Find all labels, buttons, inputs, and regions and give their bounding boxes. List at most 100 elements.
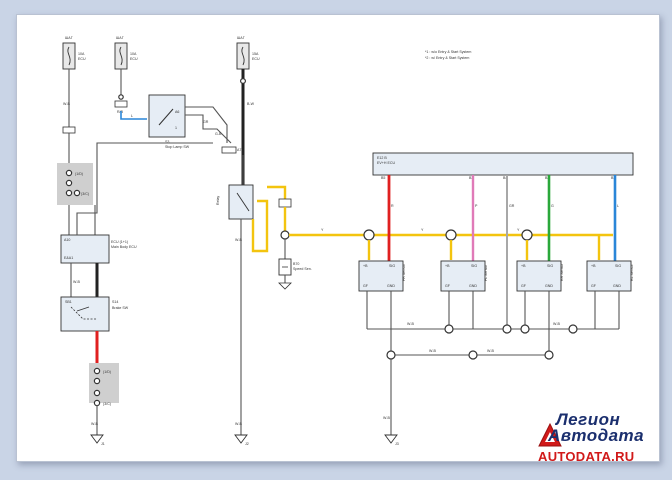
svg-text:GF: GF: [363, 284, 369, 288]
svg-text:RL Sensor: RL Sensor: [630, 263, 634, 281]
svg-text:ШАГ: ШАГ: [65, 36, 73, 40]
svg-text:A7: A7: [237, 148, 241, 152]
svg-text:ECU: ECU: [252, 57, 260, 61]
svg-text:G: G: [551, 204, 554, 208]
middle-switch-wiring: R/B L A6 1 S3 Stop Lamp SW GR G-B A7: [76, 69, 241, 235]
svg-text:GF: GF: [445, 284, 451, 288]
svg-text:J2: J2: [245, 442, 249, 446]
svg-text:E&A1: E&A1: [64, 256, 73, 260]
svg-text:Y: Y: [321, 228, 324, 232]
svg-text:Y: Y: [517, 228, 520, 232]
svg-text:A6: A6: [175, 110, 179, 114]
svg-text:W-B: W-B: [407, 322, 415, 326]
svg-text:EV+H ECU: EV+H ECU: [377, 161, 395, 165]
sensor-boxes: +B SIG GF GND FR Sensor +B SIG GF GND FL…: [358, 260, 634, 292]
svg-text:+B: +B: [521, 264, 526, 268]
svg-text:B4: B4: [503, 176, 507, 180]
svg-text:W-B: W-B: [235, 422, 243, 426]
svg-text:S14: S14: [112, 300, 118, 304]
svg-text:A10: A10: [64, 238, 70, 242]
fuse-left: ШАГ 10A ECU: [62, 36, 86, 70]
svg-text:B5: B5: [381, 176, 385, 180]
svg-text:GND: GND: [545, 284, 553, 288]
svg-text:Y: Y: [421, 228, 424, 232]
svg-text:SIG: SIG: [615, 264, 621, 268]
svg-text:R: R: [391, 204, 394, 208]
svg-text:W-B: W-B: [429, 349, 437, 353]
svg-text:G-B: G-B: [215, 132, 222, 136]
fuse-right: ШАГ 15A ECU: [236, 36, 260, 70]
svg-text:B70: B70: [293, 262, 299, 266]
svg-text:Stop Lamp SW: Stop Lamp SW: [165, 145, 190, 149]
svg-text:FR Sensor: FR Sensor: [402, 263, 406, 281]
svg-text:B3: B3: [469, 176, 473, 180]
svg-text:RR Sensor: RR Sensor: [560, 263, 564, 281]
brand-name-line1: Легион: [556, 410, 621, 429]
svg-text:ECU (1+1): ECU (1+1): [111, 240, 128, 244]
svg-text:SB1: SB1: [65, 300, 72, 304]
svg-text:GND: GND: [613, 284, 621, 288]
brand-triangle-icon: [538, 422, 562, 447]
svg-text:10A: 10A: [78, 52, 85, 56]
svg-text:B2: B2: [545, 176, 549, 180]
brand-name-line2: Автодата: [548, 426, 645, 445]
svg-text:ECU: ECU: [130, 57, 138, 61]
svg-text:Brake SW: Brake SW: [112, 306, 129, 310]
svg-text:(1/D): (1/D): [75, 172, 83, 176]
svg-text:SIG: SIG: [389, 264, 395, 268]
svg-text:GR: GR: [509, 204, 515, 208]
svg-text:Main Body ECU: Main Body ECU: [111, 245, 137, 249]
svg-text:W-B: W-B: [73, 280, 81, 284]
svg-text:+B: +B: [591, 264, 596, 268]
wiring-diagram: ШАГ 10A ECU ШАГ 10A ECU ШАГ 15A ECU: [57, 36, 634, 446]
svg-text:GND: GND: [469, 284, 477, 288]
svg-text:GR: GR: [203, 120, 209, 124]
svg-text:1: 1: [175, 126, 177, 130]
fuse-middle: ШАГ 10A ECU: [114, 36, 138, 70]
svg-text:Relay: Relay: [216, 196, 220, 205]
svg-text:(3/C): (3/C): [103, 402, 111, 406]
svg-text:W-B: W-B: [383, 416, 391, 420]
svg-text:L: L: [131, 114, 133, 118]
brand-url[interactable]: AUTODATA.RU: [538, 449, 635, 464]
svg-text:S3: S3: [165, 140, 169, 144]
svg-text:*2 : w/ Entry & Start System: *2 : w/ Entry & Start System: [425, 56, 469, 60]
svg-text:+B: +B: [363, 264, 368, 268]
svg-text:SIG: SIG: [547, 264, 553, 268]
svg-text:W-B: W-B: [487, 349, 495, 353]
svg-text:GF: GF: [521, 284, 527, 288]
svg-text:P: P: [475, 204, 478, 208]
ecu-bar: E12 B EV+H ECU B5 B3 B4 B2 B1: [372, 152, 634, 180]
svg-text:W-B: W-B: [553, 322, 561, 326]
svg-text:(1/D): (1/D): [103, 370, 111, 374]
svg-text:ECU: ECU: [78, 57, 86, 61]
svg-text:W-B: W-B: [235, 238, 243, 242]
power-feed-column: B-W Relay W-B W-B J2: [216, 69, 255, 446]
svg-text:B-W: B-W: [247, 102, 255, 106]
legend-notes: *1 : w/o Entry & Start System *2 : w/ En…: [425, 50, 471, 60]
svg-text:L: L: [617, 204, 619, 208]
svg-text:Speed Sen.: Speed Sen.: [293, 267, 312, 271]
svg-text:FL Sensor: FL Sensor: [484, 264, 488, 281]
svg-text:J3: J3: [395, 442, 399, 446]
svg-text:(3/C): (3/C): [81, 192, 89, 196]
wiring-diagram-sheet: ШАГ 10A ECU ШАГ 10A ECU ШАГ 15A ECU: [16, 14, 660, 462]
svg-text:GF: GF: [591, 284, 597, 288]
brand-logo: Легион Автодата AUTODATA.RU: [538, 408, 668, 472]
svg-text:E12 B: E12 B: [377, 156, 387, 160]
svg-text:15A: 15A: [252, 52, 259, 56]
svg-text:ШАГ: ШАГ: [237, 36, 245, 40]
yellow-circuit: Y Y Y B70 Speed Sen.: [251, 185, 613, 290]
svg-text:GND: GND: [387, 284, 395, 288]
svg-text:W-B: W-B: [91, 422, 99, 426]
svg-text:SIG: SIG: [471, 264, 477, 268]
svg-text:*1 : w/o Entry & Start System: *1 : w/o Entry & Start System: [425, 50, 471, 54]
ground-wiring: W-B W-B W-B W-B W-B J3: [366, 291, 620, 446]
sensor-signal-wires: R P GR G L: [387, 175, 619, 333]
svg-text:B1: B1: [611, 176, 615, 180]
svg-text:ШАГ: ШАГ: [116, 36, 124, 40]
svg-text:+B: +B: [445, 264, 450, 268]
svg-text:10A: 10A: [130, 52, 137, 56]
svg-text:J1: J1: [101, 442, 105, 446]
